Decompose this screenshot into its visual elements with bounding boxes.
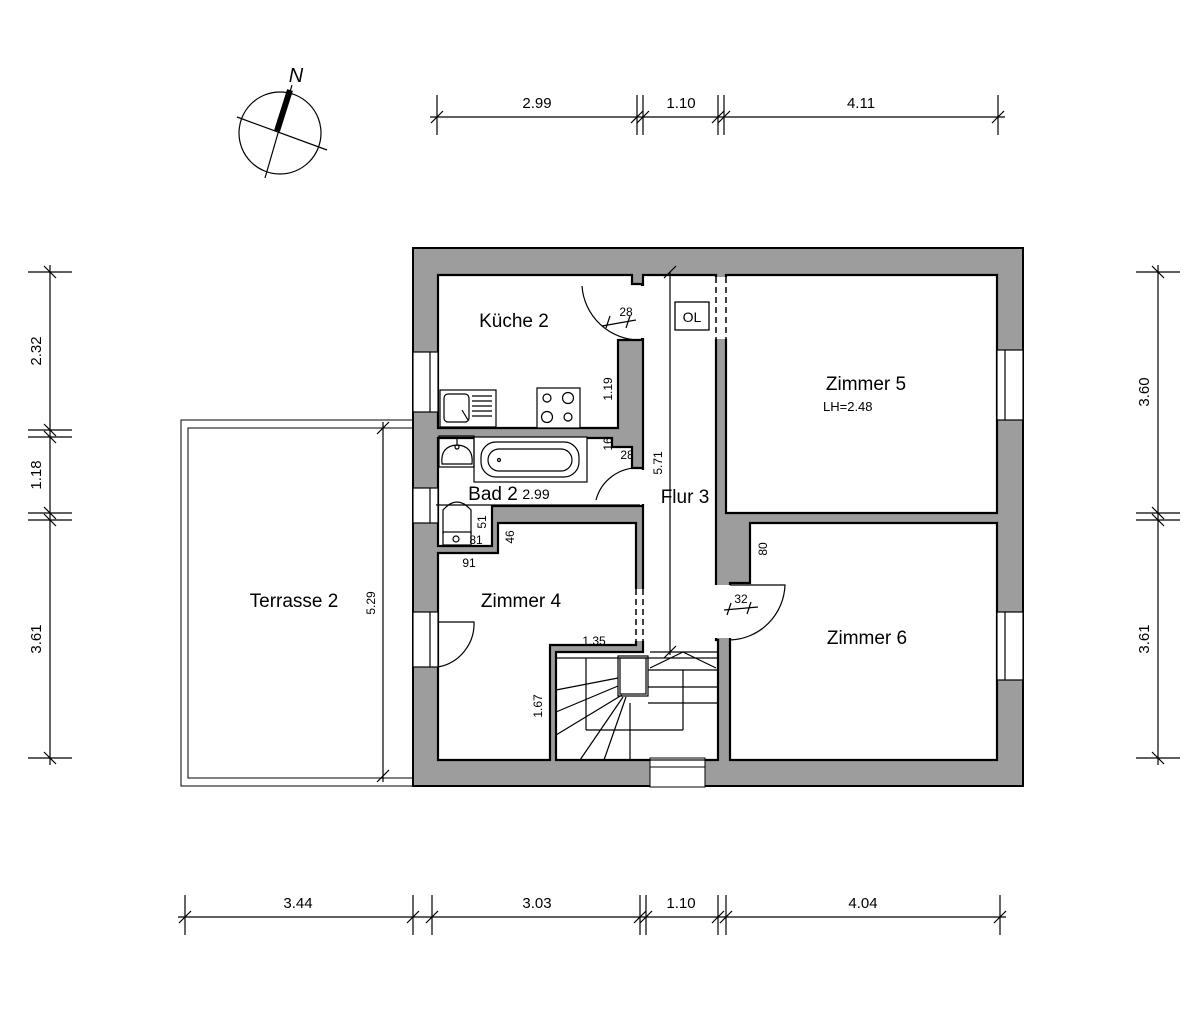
- dim-left-1: 2.32: [28, 336, 45, 365]
- right-dimension-chain: 3.60 3.61: [1136, 265, 1180, 765]
- dim-flur-length: 5.71: [651, 451, 665, 475]
- zimmer-5-height: LH=2.48: [823, 399, 873, 414]
- dim-kitchen-door: 28: [619, 305, 633, 319]
- dim-right-1: 3.60: [1136, 377, 1153, 406]
- dim-terrace-depth: 5.29: [364, 591, 378, 615]
- bathtub-icon: [473, 436, 588, 483]
- windows: [412, 349, 1024, 681]
- dashed-openings: [635, 277, 727, 641]
- room-zimmer-6: [728, 521, 999, 762]
- flur-dimension-line: 5.71: [651, 265, 677, 659]
- kitchen-sink-icon: [439, 389, 497, 428]
- dim-z4-91: 91: [462, 556, 476, 570]
- room-zimmer-5: [724, 273, 999, 515]
- room-label-flur: Flur 3: [661, 487, 710, 508]
- dim-left-3: 3.61: [28, 624, 45, 653]
- stove-icon: [536, 387, 581, 429]
- north-compass-icon: N: [236, 65, 328, 179]
- left-dimension-chain: 2.32 1.18 3.61: [28, 265, 72, 765]
- dim-wall-46: 46: [503, 530, 517, 544]
- room-label-kueche: Küche 2: [479, 311, 549, 332]
- room-label-zimmer-5: Zimmer 5: [826, 374, 906, 395]
- dim-right-2: 3.61: [1136, 624, 1153, 653]
- dim-kitchen-wall: 1.19: [601, 377, 615, 401]
- terrace: 5.29 Terrasse 2: [180, 419, 414, 787]
- dim-wc-81: 81: [469, 533, 483, 547]
- room-label-zimmer-6: Zimmer 6: [827, 628, 907, 649]
- room-label-bad: Bad 2: [468, 484, 518, 505]
- north-label: N: [289, 65, 304, 87]
- room-label-terrasse: Terrasse 2: [250, 591, 339, 612]
- dim-top-1: 2.99: [522, 95, 551, 112]
- dim-bath-28: 28: [620, 448, 634, 462]
- staircase: [555, 651, 719, 761]
- dim-top-3: 4.11: [847, 95, 875, 112]
- dim-left-2: 1.18: [28, 460, 45, 489]
- inner-dimensions: 28 1.19 16 28 51 81 46 91 1.35 1.67 80 3…: [436, 305, 770, 718]
- bad-area-label: 2.99: [522, 486, 549, 502]
- dim-bottom-2: 3.03: [522, 895, 551, 912]
- dim-stairs-167: 1.67: [531, 694, 545, 718]
- dim-z4-135: 1.35: [582, 634, 606, 648]
- dim-top-2: 1.10: [666, 95, 695, 112]
- bottom-dimension-chain: 3.44 3.03 1.10 4.04: [178, 895, 1007, 935]
- room-zimmer-4: [436, 521, 638, 762]
- dim-bath-16: 16: [601, 437, 615, 451]
- door-swings: [437, 285, 786, 668]
- toilet-icon: [442, 501, 472, 546]
- ol-label: OL: [683, 309, 702, 325]
- dim-bottom-1: 3.44: [283, 895, 312, 912]
- openings: [628, 277, 733, 788]
- ol-box: [674, 301, 710, 331]
- dim-z6-80: 80: [756, 542, 770, 556]
- room-label-zimmer-4: Zimmer 4: [481, 591, 562, 612]
- dim-wc-51: 51: [475, 515, 489, 529]
- dim-bottom-3: 1.10: [666, 895, 695, 912]
- washbasin-icon: [438, 435, 475, 468]
- top-dimension-chain: 2.99 1.10 4.11: [430, 95, 1005, 135]
- dim-z6-door: 32: [734, 592, 748, 606]
- dim-bottom-4: 4.04: [848, 895, 877, 912]
